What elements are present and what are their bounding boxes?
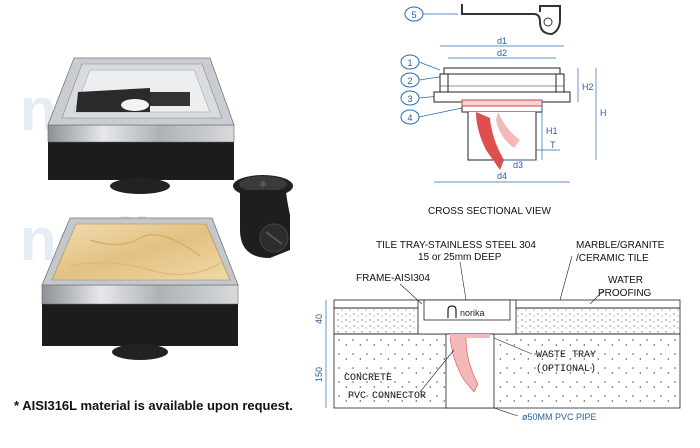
svg-text:d2: d2	[497, 48, 507, 58]
svg-text:d3: d3	[513, 160, 523, 170]
svg-text:2: 2	[407, 76, 412, 86]
svg-text:H: H	[600, 108, 607, 118]
product-photo-open-tray	[47, 57, 235, 194]
label-optional: (OPTIONAL)	[536, 363, 596, 375]
lifting-key	[461, 4, 561, 36]
callout-2: 2	[400, 72, 447, 88]
dimension-T: T	[536, 140, 560, 151]
product-photo-tile-tray	[41, 217, 239, 360]
brand-logo: norika	[447, 305, 485, 318]
svg-text:d1: d1	[497, 36, 507, 46]
label-frame: FRAME-AISI304	[356, 273, 430, 284]
svg-text:H2: H2	[582, 82, 594, 92]
label-marble: MARBLE/GRANITE	[576, 240, 665, 251]
label-pvc-pipe: ø50MM PVC PIPE	[522, 412, 597, 422]
cross-section-title: CROSS SECTIONAL VIEW	[428, 206, 552, 217]
technical-drawing: 5 1 2 3 4	[400, 4, 607, 183]
svg-text:3: 3	[407, 94, 412, 104]
dimension-d3: d3	[500, 159, 536, 170]
dimension-H: H	[595, 68, 607, 160]
label-tray-depth: 15 or 25mm DEEP	[418, 252, 502, 263]
dimension-40: 40	[314, 300, 327, 334]
footnote: * AISI316L material is available upon re…	[14, 398, 293, 413]
label-pvc-connector: PVC CONNECTOR	[348, 391, 426, 402]
dimension-d2: d2	[448, 48, 556, 59]
drain-cross-section	[433, 67, 571, 170]
installation-section: norika 40 150 TILE TRAY-STAINLESS STEEL …	[314, 240, 681, 422]
label-proofing: PROOFING	[598, 288, 652, 299]
dimension-d1: d1	[440, 36, 564, 47]
dimension-H2: H2	[577, 68, 594, 102]
callout-4: 4	[400, 107, 463, 125]
svg-text:150: 150	[314, 367, 324, 382]
label-tile-tray: TILE TRAY-STAINLESS STEEL 304	[376, 240, 536, 251]
label-concrete: CONCRETE	[344, 373, 392, 384]
svg-text:d4: d4	[497, 171, 507, 181]
label-waste-tray: WASTE TRAY	[536, 350, 596, 361]
svg-text:4: 4	[407, 113, 412, 123]
dimension-d4: d4	[434, 171, 570, 183]
svg-text:5: 5	[411, 10, 416, 20]
svg-text:norika: norika	[460, 308, 485, 318]
callout-5: 5	[404, 6, 458, 22]
svg-text:T: T	[550, 140, 556, 150]
label-water: WATER	[608, 275, 643, 286]
callout-1: 1	[400, 54, 441, 71]
dimension-H1: H1	[541, 102, 558, 160]
dimension-150: 150	[314, 334, 327, 408]
product-photo-trap	[233, 175, 293, 258]
svg-text:40: 40	[314, 314, 324, 324]
svg-text:H1: H1	[546, 126, 558, 136]
svg-text:1: 1	[407, 58, 412, 68]
label-ceramic: /CERAMIC TILE	[576, 253, 649, 264]
